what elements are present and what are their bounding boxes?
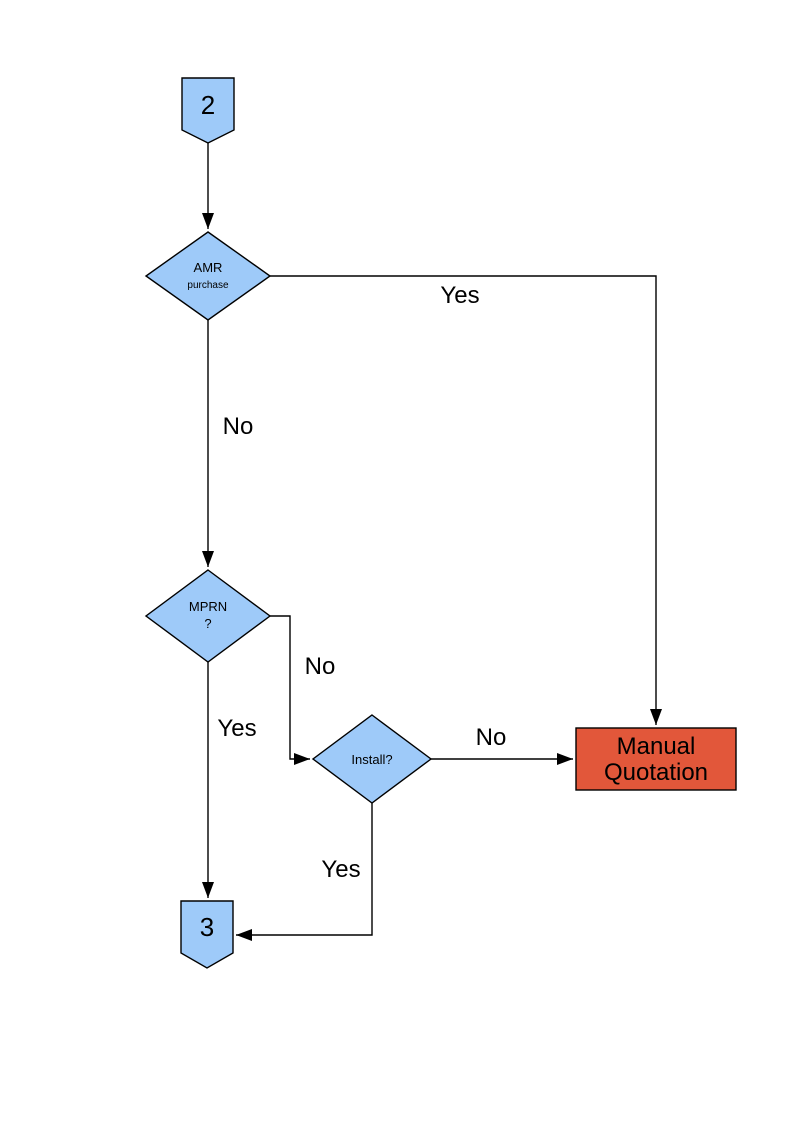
connector-3-label: 3 [200, 912, 214, 942]
edge-label-amr-no: No [223, 413, 254, 440]
edge-label-mprn-yes: Yes [217, 715, 256, 742]
connector-2-label: 2 [201, 90, 215, 120]
manual-quotation-label-line2: Quotation [604, 759, 708, 786]
edge-mprn-no-to-install [270, 615, 310, 765]
mprn-label-line1: MPRN [189, 599, 227, 614]
amr-label-line2: purchase [187, 280, 229, 291]
edge-label-install-yes: Yes [321, 856, 360, 883]
decision-amr-purchase [144, 231, 272, 321]
edge-label-install-no: No [476, 724, 507, 751]
edge-label-mprn-no: No [305, 653, 336, 680]
decision-mprn [144, 569, 272, 663]
mprn-label-line2: ? [204, 616, 211, 631]
process-manual-quotation [575, 727, 737, 791]
install-label: Install? [351, 752, 392, 767]
manual-quotation-label-line1: Manual [617, 733, 696, 760]
edge-label-amr-yes: Yes [440, 282, 479, 309]
edge-install-yes-to-connector3 [236, 803, 373, 941]
amr-label-line1: AMR [194, 260, 223, 275]
edge-amr-yes-to-manual [270, 275, 662, 725]
off-page-connector-2 [181, 77, 235, 144]
decision-install [311, 714, 433, 804]
off-page-connector-3 [180, 900, 234, 969]
